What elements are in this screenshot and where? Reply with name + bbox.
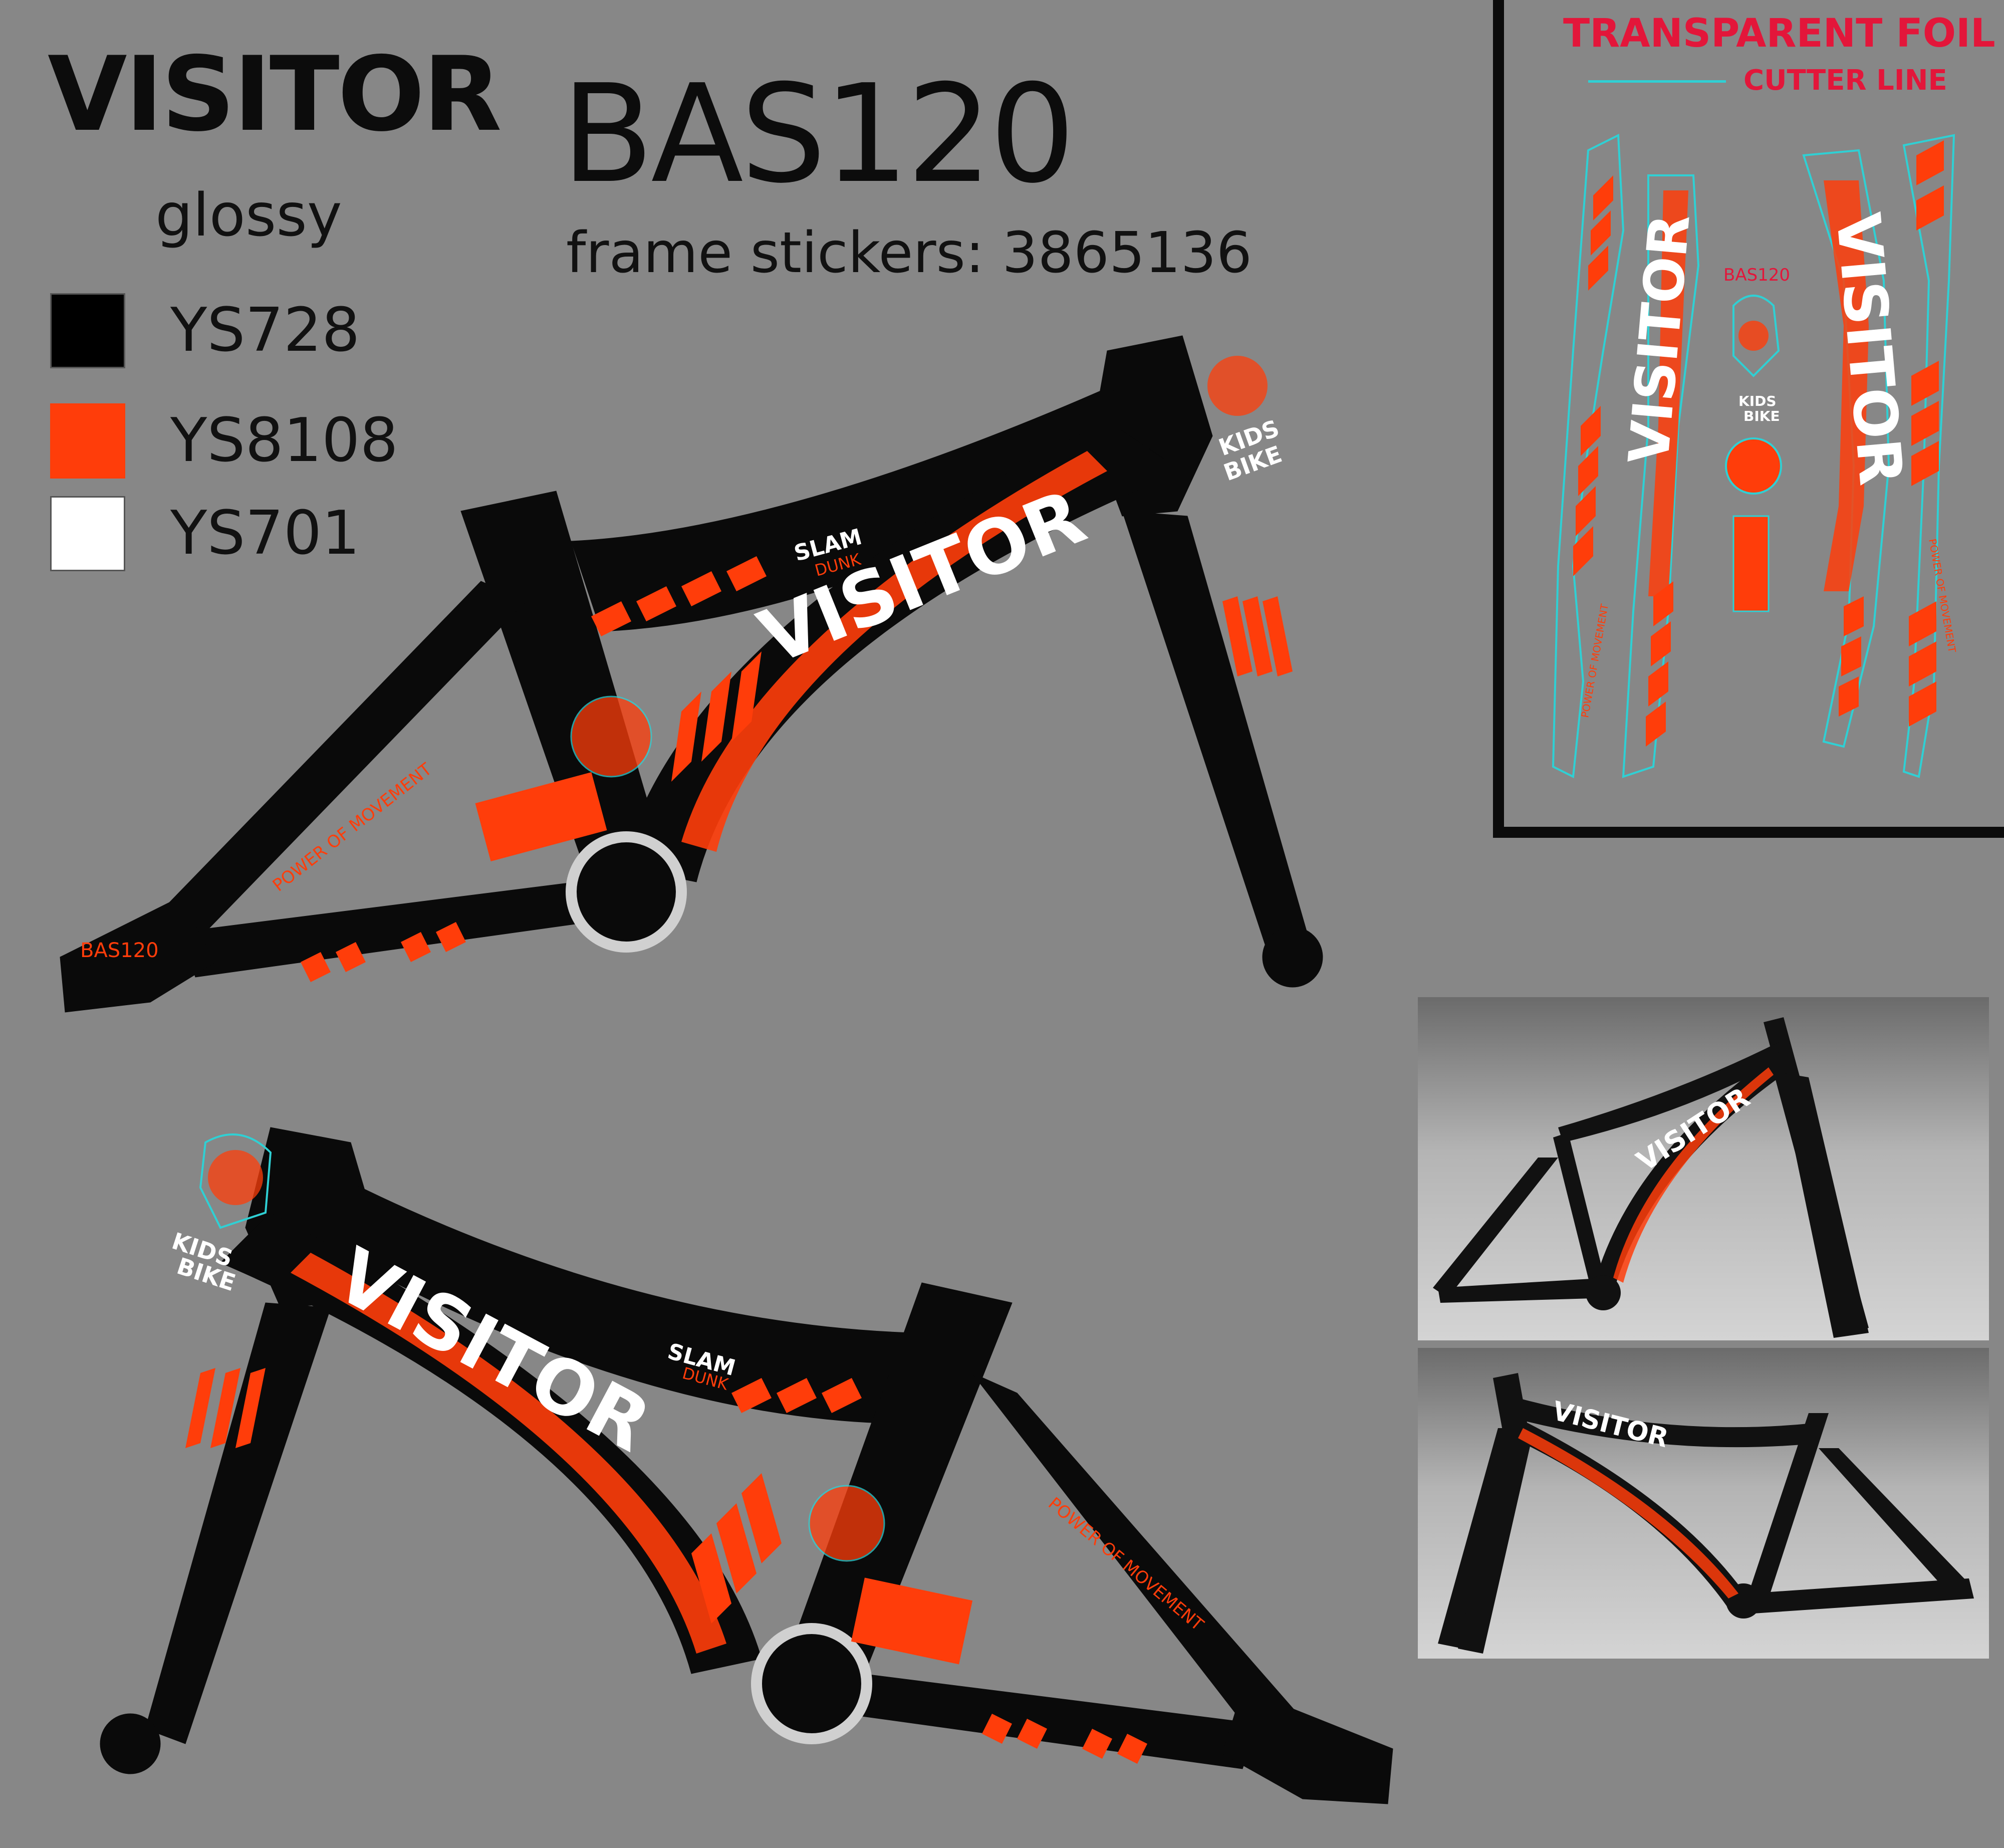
swatch-label-white: YS701 <box>170 499 360 568</box>
sheet-logo-right: VISITOR <box>1822 210 1915 488</box>
cutter-line-sample <box>1588 80 1726 83</box>
swatch-label-orange: YS8108 <box>170 406 398 476</box>
sheet-bike: BIKE <box>1743 408 1780 424</box>
frame-stickers-ref: frame stickers: 3865136 <box>566 220 1252 286</box>
render-preview-2: VISITOR <box>1418 1348 1989 1659</box>
sheet-model-tag: BAS120 <box>1723 265 1790 285</box>
top-frame-chainstay-tag: BAS120 <box>80 939 159 962</box>
right-stripe-outline <box>1902 134 1955 778</box>
brand-title: VISITOR <box>48 35 502 154</box>
model-title: BAS120 <box>561 55 1076 213</box>
swatch-orange <box>50 403 125 479</box>
finish-label: glossy <box>155 180 342 250</box>
sticker-sheet: VISITOR VISITOR BAS120 KIDS BIKE POWER O… <box>1552 133 1958 779</box>
swatch-black <box>50 293 125 368</box>
frame-view-top: VISITOR SLAM DUNK POWER OF MOVEMENT BAS1… <box>60 335 1323 1013</box>
foil-panel-frame <box>1493 0 2004 838</box>
left-stripe-outline <box>1552 133 1625 779</box>
swatch-label-black: YS728 <box>170 296 360 365</box>
cutter-line-label: CUTTER LINE <box>1743 64 1947 97</box>
bottom-frame-tagline: POWER OF MOVEMENT <box>1044 1494 1207 1635</box>
foil-title: TRANSPARENT FOIL <box>1563 11 1995 56</box>
sheet-tagline-left: POWER OF MOVEMENT <box>1579 603 1611 719</box>
frame-view-bottom: VISITOR SLAM DUNK POWER OF MOVEMENT KIDS… <box>100 1127 1393 1804</box>
sheet-tagline-right: POWER OF MOVEMENT <box>1926 538 1958 654</box>
swatch-white <box>50 496 125 571</box>
render-preview-1: VISITOR <box>1418 997 1989 1340</box>
sheet-kids: KIDS <box>1738 393 1777 409</box>
sheet-logo-left: VISITOR <box>1617 211 1702 467</box>
